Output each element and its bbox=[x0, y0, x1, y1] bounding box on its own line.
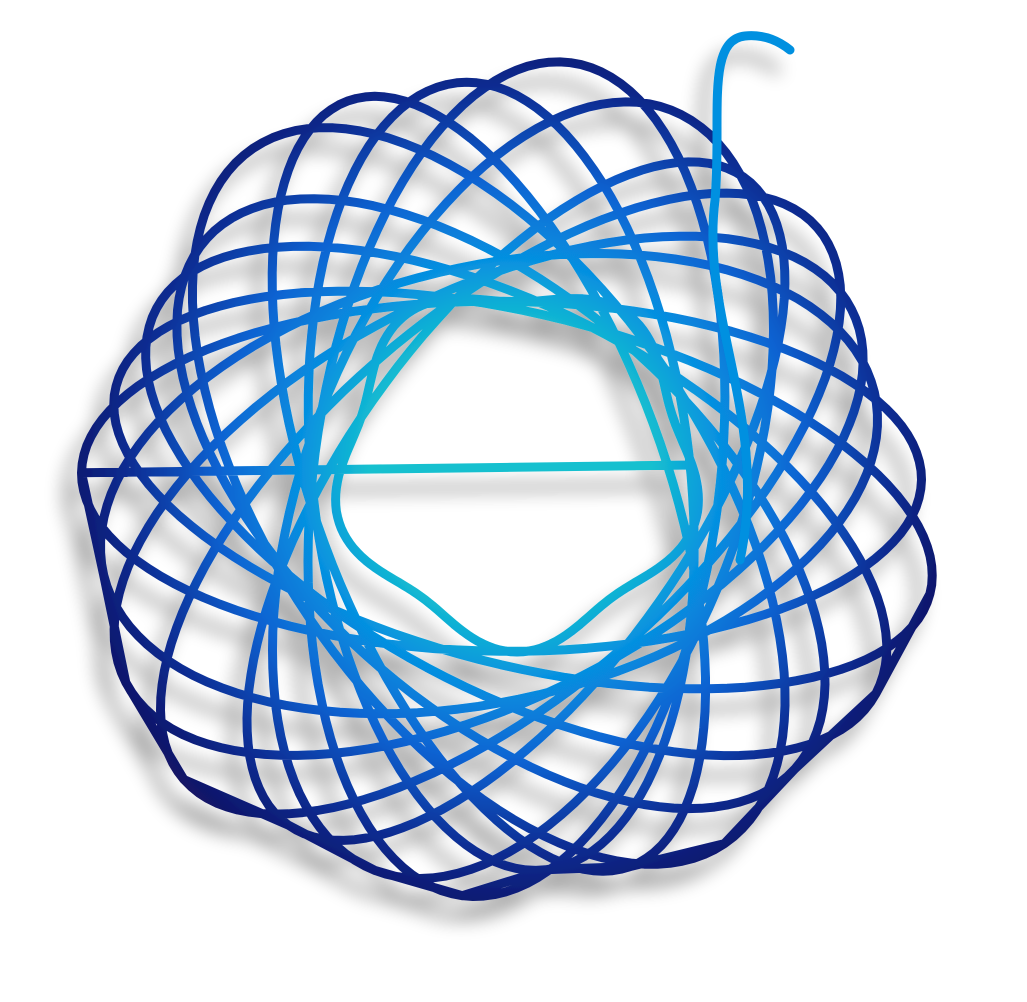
spirograph-group bbox=[77, 31, 937, 901]
spirograph-curve bbox=[77, 57, 937, 901]
curve-tail bbox=[708, 31, 795, 565]
